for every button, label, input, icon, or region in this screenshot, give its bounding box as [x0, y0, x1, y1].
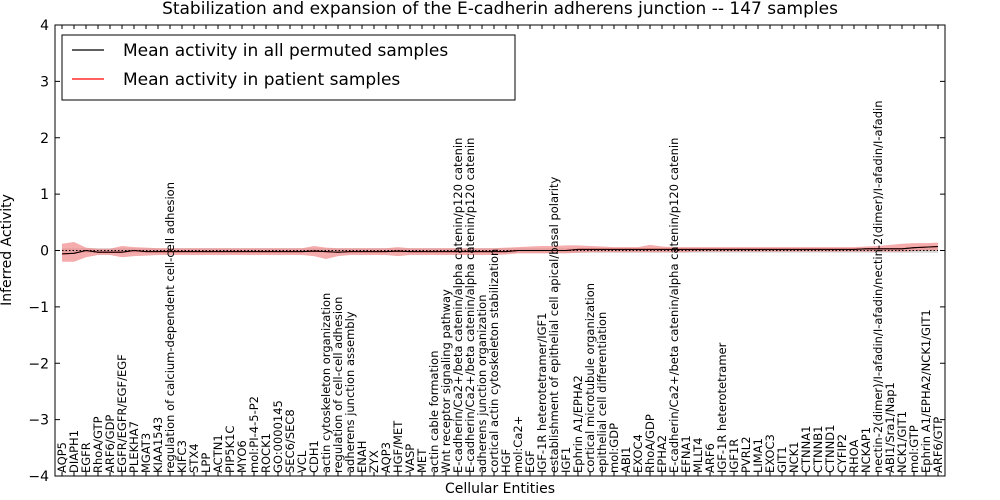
x-tick-label: IGF-1R heterotetramer: [715, 342, 729, 473]
x-tick-label: PLEKHA7: [127, 421, 141, 473]
patient-mean-trace: [61, 246, 939, 255]
x-tick-label: RHOA: [847, 440, 861, 473]
x-tick-label: mol:GTP: [907, 425, 921, 473]
x-tick-label: DIAPH1: [67, 430, 81, 473]
axes: −4 −3 −2 −1 0 1 2 3 4: [28, 18, 945, 485]
x-axis-label: Cellular Entities: [445, 481, 555, 497]
x-tick-label: HGF/MET: [391, 420, 405, 473]
y-tick-label: −1: [28, 300, 49, 316]
x-tick-label: CDH1: [307, 440, 321, 473]
x-tick-label: EXOC3: [763, 434, 777, 473]
y-tick-label: −2: [28, 356, 49, 372]
x-tick-label: Ephrin A1/EPHA2/NCK1/GIT1: [919, 309, 933, 473]
y-tick-label: −4: [28, 469, 49, 485]
x-tick-label: cortical actin cytoskeleton stabilizatio…: [487, 249, 501, 473]
x-tick-label: ZYX: [367, 450, 381, 473]
y-axis-label: Inferred Activity: [0, 194, 15, 306]
x-tick-label: regulation of cell-cell adhesion: [331, 297, 345, 473]
x-tick-label: RhoA/GDP: [643, 414, 657, 473]
x-tick-label: MGAT3: [139, 433, 153, 473]
x-tick-label: PVRL2: [739, 436, 753, 473]
x-tick-label: actin cable formation: [427, 350, 441, 473]
y-tick-label: 0: [40, 244, 49, 260]
x-tick-label: CTNND1: [823, 425, 837, 473]
x-tick-label: LIMA1: [751, 438, 765, 473]
x-tick-label: EFNA1: [679, 435, 693, 473]
x-tick-label: actin cytoskeleton organization: [319, 293, 333, 473]
x-tick-label: epithelial cell differentiation: [595, 312, 609, 473]
x-tick-label: IGF1R: [727, 439, 741, 473]
y-tick-label: 4: [40, 18, 49, 34]
x-tick-label: EGFR/EGFR/EGF/EGF: [115, 354, 129, 473]
legend-box: [61, 34, 516, 101]
y-tick-label: 2: [40, 131, 49, 147]
x-tick-label: KIFC3: [175, 440, 189, 473]
x-tick-label: MLLT4: [691, 438, 705, 474]
x-tick-label: ENAH: [355, 441, 369, 473]
x-tick-label: NCK1: [787, 442, 801, 474]
x-tick-label: EGFR: [79, 442, 93, 473]
x-tick-label: GIT1: [775, 446, 789, 473]
x-tick-label: HGF: [499, 449, 513, 473]
legend: Mean activity in all permuted samples Me…: [61, 34, 516, 101]
plot-area: [61, 242, 939, 262]
x-tick-label: PIP5K1C: [223, 426, 237, 473]
x-tick-label: SEC6/SEC8: [283, 409, 297, 473]
x-tick-label: nectin-2(dimer)/I-afadin/I-afadin/nectin…: [871, 101, 885, 473]
x-tick-label: mol:GDP: [607, 423, 621, 473]
x-tick-label: E-cadherin/Ca2+/beta catenin/alpha caten…: [451, 138, 465, 473]
x-tick-label: adherens junction organization: [475, 295, 489, 473]
x-tick-label: EPHA2: [655, 435, 669, 473]
x-tick-label: AQP5: [55, 442, 69, 473]
x-tick-label: establishment of epithelial cell apical/…: [547, 177, 561, 473]
x-tick-label: STX4: [187, 443, 201, 473]
x-tick-label: E-cadherin/Ca2+/beta catenin/alpha caten…: [463, 138, 477, 473]
x-tick-label: ROCK1: [259, 433, 273, 473]
x-tick-label: NCK1/GIT1: [895, 411, 909, 473]
x-tick-label: ABI1: [619, 447, 633, 473]
x-tick-label: RhoA/GTP: [91, 416, 105, 473]
x-tick-label: E-cadherin/Ca2+/beta catenin/alpha caten…: [667, 138, 681, 473]
x-tick-label: ARF6/GTP: [931, 417, 945, 473]
x-tick-label: mol:PI-4-5-P2: [247, 396, 261, 473]
x-tick-label: CTNNB1: [811, 426, 825, 473]
y-tick-label: 3: [40, 74, 49, 90]
x-tick-label: GO:0000145: [271, 400, 285, 473]
x-tick-label: AQP3: [379, 442, 393, 473]
x-tick-label: IGF1: [559, 447, 573, 473]
x-tick-label: LPP: [199, 453, 213, 473]
chart-title: Stabilization and expansion of the E-cad…: [162, 0, 838, 19]
x-tick-label: VCL: [295, 450, 309, 473]
y-tick-label: −3: [28, 413, 49, 429]
x-tick-label: CTNNA1: [799, 426, 813, 473]
x-tick-label: cortical microtubule organization: [583, 283, 597, 473]
x-tick-label: EXOC4: [631, 434, 645, 473]
x-tick-label: EGF: [523, 450, 537, 473]
y-tick-label: 1: [40, 187, 49, 203]
x-tick-label: Ephrin A1/EPHA2: [571, 375, 585, 473]
x-tick-labels: AQP5DIAPH1EGFRRhoA/GTPARF6/GDPEGFR/EGFR/…: [55, 101, 945, 473]
legend-label-patient: Mean activity in patient samples: [123, 70, 400, 90]
x-tick-label: ARF6/GDP: [103, 415, 117, 473]
x-tick-label: VASP: [403, 444, 417, 473]
x-tick-label: ACTN1: [211, 434, 225, 473]
x-tick-label: MET: [415, 448, 429, 473]
x-tick-label: mol:Ca2+: [511, 416, 525, 473]
x-tick-label: KIAA1543: [151, 417, 165, 473]
legend-label-permuted: Mean activity in all permuted samples: [123, 41, 448, 61]
x-tick-label: MYO6: [235, 440, 249, 473]
x-tick-label: IGF-1R heterotetramer/IGF1: [535, 313, 549, 473]
x-tick-label: adherens junction assembly: [343, 311, 357, 473]
x-tick-label: regulation of calcium-dependent cell-cel…: [163, 182, 177, 473]
x-tick-label: ABI1/Sra1/Nap1: [883, 382, 897, 473]
x-tick-label: NCKAP1: [859, 427, 873, 473]
x-tick-label: CYFIP2: [835, 434, 849, 473]
x-tick-label: Wnt receptor signaling pathway: [439, 289, 453, 473]
x-tick-label: ARF6: [703, 443, 717, 473]
